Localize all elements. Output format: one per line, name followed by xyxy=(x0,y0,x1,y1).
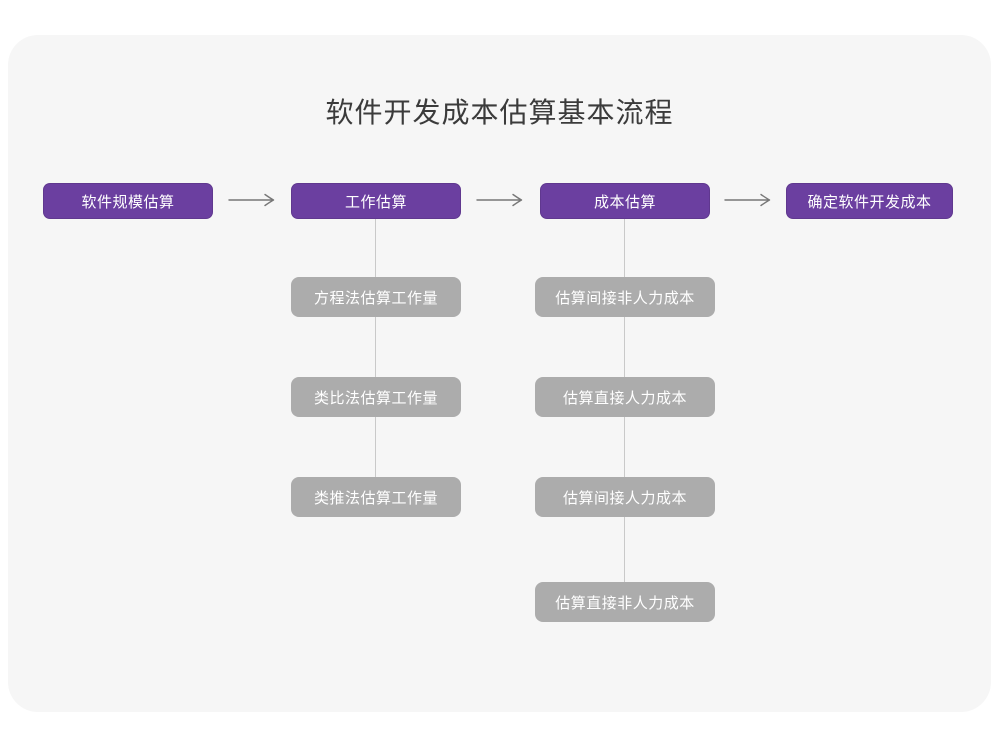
step-software-size-estimation: 软件规模估算 xyxy=(43,183,213,219)
flow-arrow-icon xyxy=(724,193,771,207)
substep-indirect-non-labor-cost: 估算间接非人力成本 xyxy=(535,277,715,317)
flow-arrow-icon xyxy=(476,193,523,207)
connector-line-work-estimation xyxy=(375,219,376,477)
diagram-card: 软件开发成本估算基本流程 软件规模估算 工作估算 成本估算 确定软件开发成本 方… xyxy=(8,35,991,712)
step-work-estimation: 工作估算 xyxy=(291,183,461,219)
substep-analogy-method-workload: 类比法估算工作量 xyxy=(291,377,461,417)
substep-direct-non-labor-cost: 估算直接非人力成本 xyxy=(535,582,715,622)
substep-equation-method-workload: 方程法估算工作量 xyxy=(291,277,461,317)
step-determine-development-cost: 确定软件开发成本 xyxy=(786,183,953,219)
substep-extrapolation-method-workload: 类推法估算工作量 xyxy=(291,477,461,517)
substep-direct-labor-cost: 估算直接人力成本 xyxy=(535,377,715,417)
flow-arrow-icon xyxy=(228,193,275,207)
step-cost-estimation: 成本估算 xyxy=(540,183,710,219)
substep-indirect-labor-cost: 估算间接人力成本 xyxy=(535,477,715,517)
diagram-title: 软件开发成本估算基本流程 xyxy=(325,96,674,129)
